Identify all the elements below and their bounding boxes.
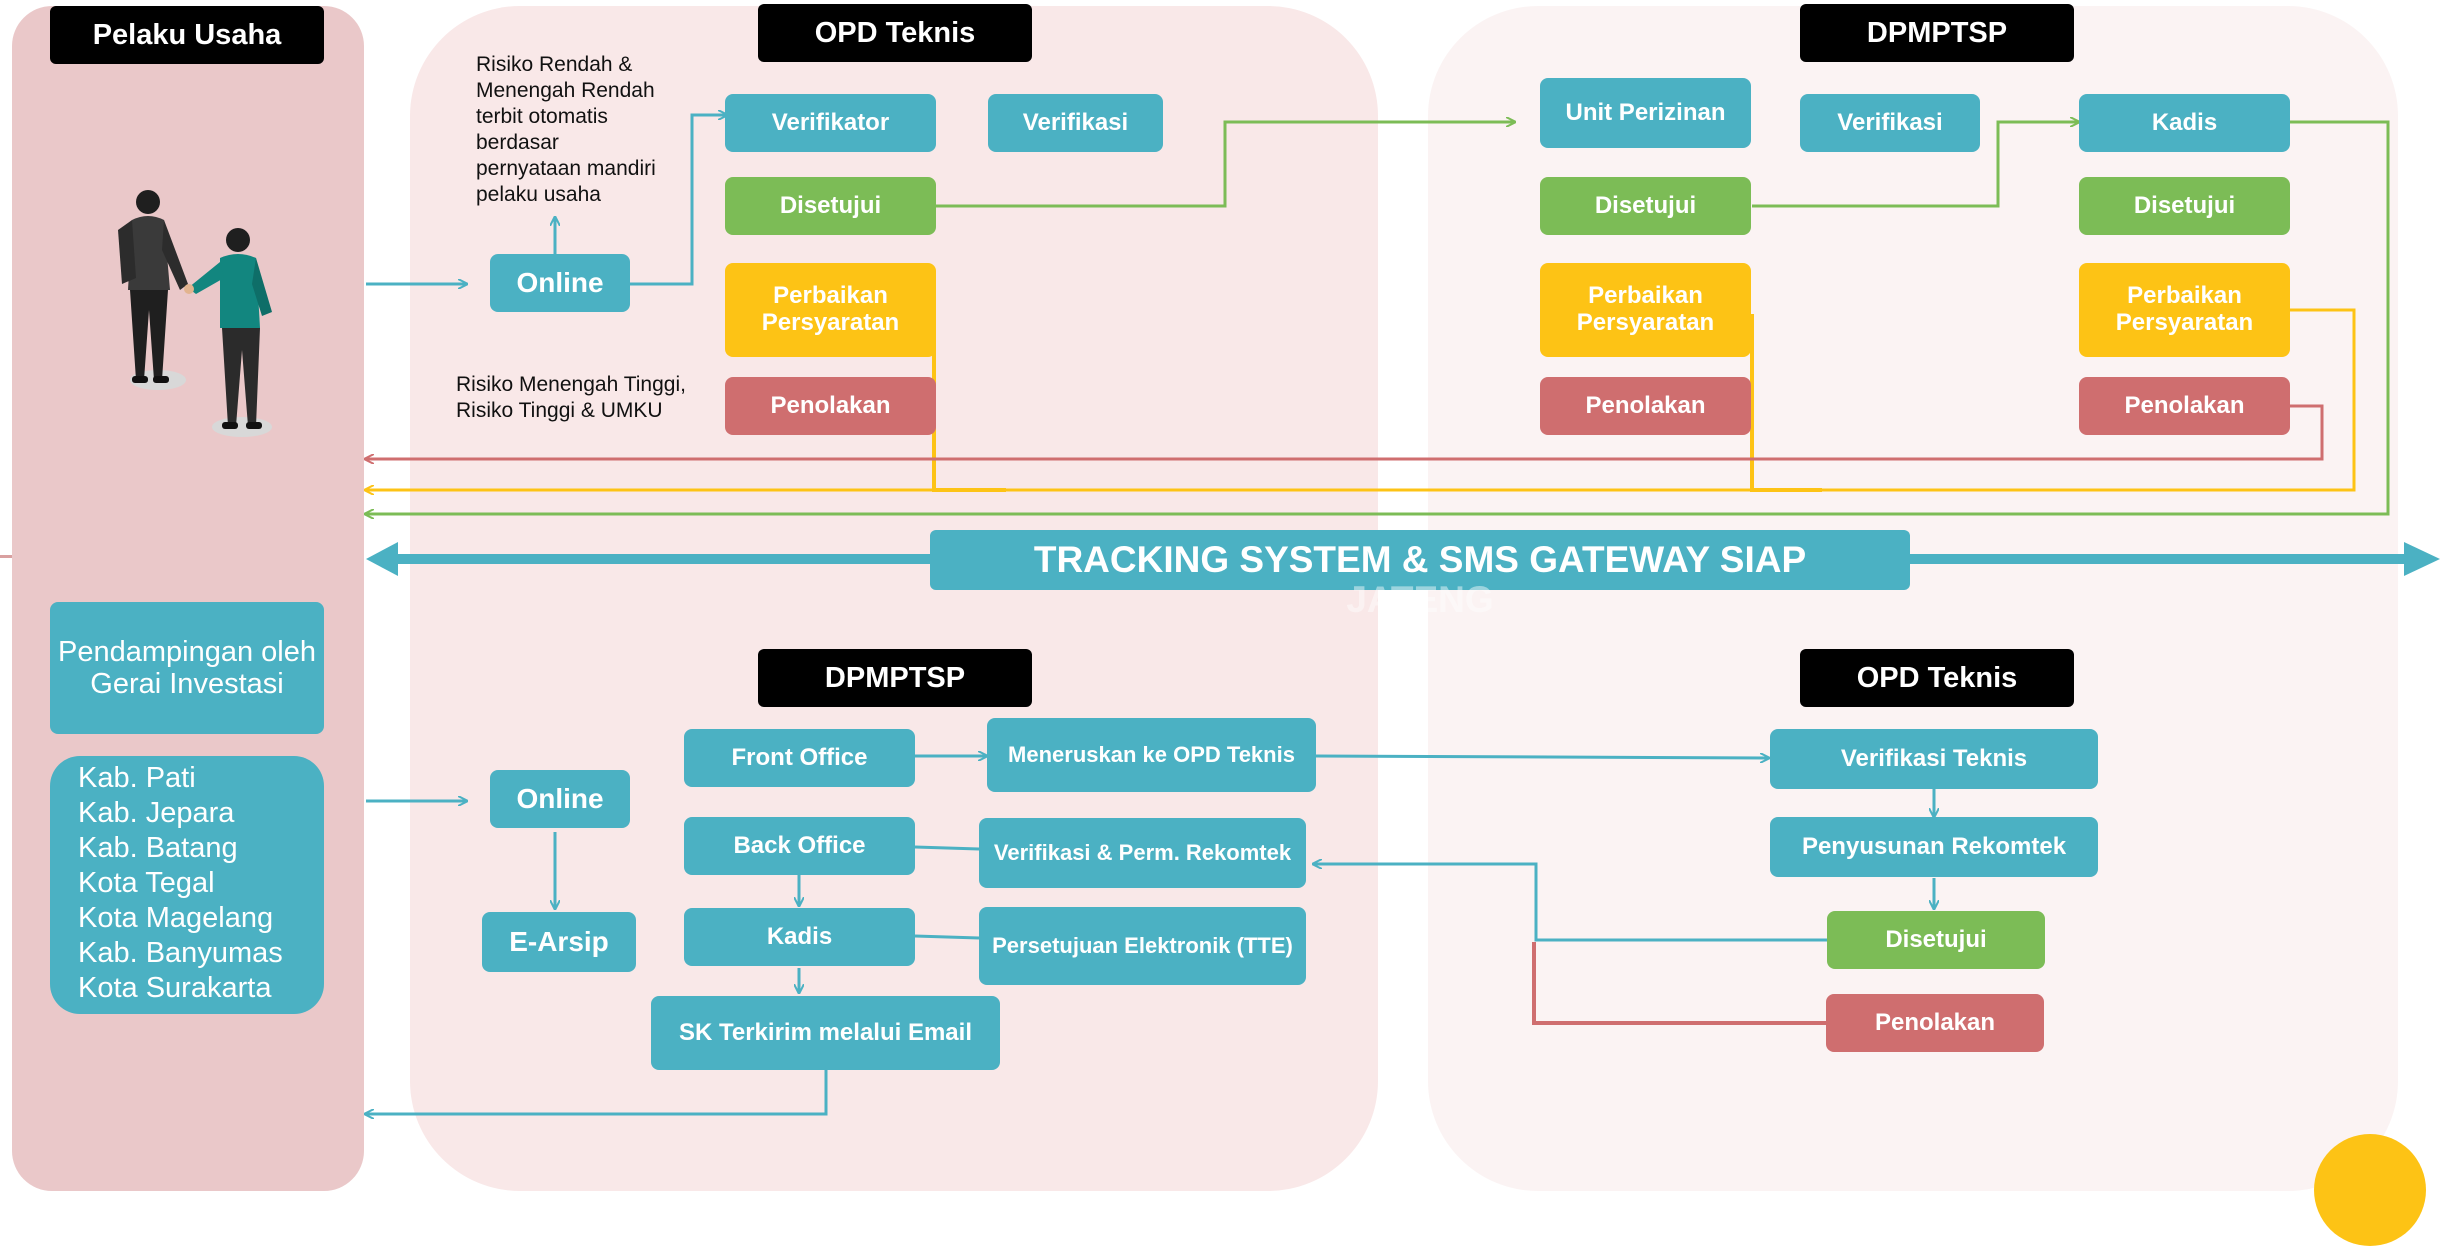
kabupaten-item: Kota Tegal xyxy=(78,867,215,899)
edge-mark xyxy=(0,555,12,558)
meneruskan-box: Meneruskan ke OPD Teknis xyxy=(987,718,1316,792)
kadis-bottom-box: Kadis xyxy=(684,908,915,966)
verifikasi-teknis-box: Verifikasi Teknis xyxy=(1770,729,2098,789)
perbaikan-dpm-box: Perbaikan Persyaratan xyxy=(1540,263,1751,357)
disetujui-opd-box: Disetujui xyxy=(725,177,936,235)
penolakan-opd-box: Penolakan xyxy=(725,377,936,435)
kabupaten-item: Kab. Banyumas xyxy=(78,937,283,969)
disetujui-dpm-box: Disetujui xyxy=(1540,177,1751,235)
unit-perizinan-box: Unit Perizinan xyxy=(1540,78,1751,148)
pendampingan-text: Pendampingan oleh Gerai Investasi xyxy=(58,635,316,700)
tracking-line2: JATENG xyxy=(1346,579,1494,620)
kabupaten-item: Kab. Pati xyxy=(78,762,196,794)
dpmptsp-header-bottom: DPMPTSP xyxy=(758,649,1032,707)
kabupaten-item: Kab. Batang xyxy=(78,832,238,864)
back-office-box: Back Office xyxy=(684,817,915,875)
online-top: Online xyxy=(490,254,630,312)
note-risiko-tinggi: Risiko Menengah Tinggi, Risiko Tinggi & … xyxy=(456,373,686,423)
verifikator-box: Verifikator xyxy=(725,94,936,152)
pelaku-usaha-header: Pelaku Usaha xyxy=(50,6,324,64)
note-risiko-rendah: Risiko Rendah & Menengah Rendah terbit o… xyxy=(476,53,656,207)
pendampingan-box: Pendampingan oleh Gerai Investasi xyxy=(50,602,324,734)
disetujui-kadis-box: Disetujui xyxy=(2079,177,2290,235)
penyusunan-rekomtek-box: Penyusunan Rekomtek xyxy=(1770,817,2098,877)
verifikasi-perm-box: Verifikasi & Perm. Rekomtek xyxy=(979,818,1306,888)
perbaikan-opd-box: Perbaikan Persyaratan xyxy=(725,263,936,357)
tracking-line1: TRACKING SYSTEM & SMS GATEWAY SIAP xyxy=(1033,539,1807,580)
tracking-title: TRACKING SYSTEM & SMS GATEWAY SIAP JATEN… xyxy=(930,536,1910,624)
online-bottom: Online xyxy=(490,770,630,828)
corner-decoration xyxy=(2314,1134,2426,1246)
handshake-illustration xyxy=(118,190,272,437)
connector-lines xyxy=(0,0,2440,1179)
disetujui-bottom-box: Disetujui xyxy=(1827,911,2045,969)
penolakan-kadis-box: Penolakan xyxy=(2079,377,2290,435)
tracking-banner xyxy=(930,530,1910,590)
kabupaten-list: Kab. Pati Kab. Jepara Kab. Batang Kota T… xyxy=(78,761,283,1006)
opd-teknis-header-bottom: OPD Teknis xyxy=(1800,649,2074,707)
dpmptsp-header-top: DPMPTSP xyxy=(1800,4,2074,62)
perbaikan-kadis-box: Perbaikan Persyaratan xyxy=(2079,263,2290,357)
kabupaten-box xyxy=(50,756,324,1014)
e-arsip-box: E-Arsip xyxy=(482,912,636,972)
verifikasi-dpm-box: Verifikasi xyxy=(1800,94,1980,152)
kabupaten-item: Kab. Jepara xyxy=(78,797,235,829)
persetujuan-tte-box: Persetujuan Elektronik (TTE) xyxy=(979,907,1306,985)
penolakan-dpm-box: Penolakan xyxy=(1540,377,1751,435)
verifikasi-opd-box: Verifikasi xyxy=(988,94,1163,152)
opd-teknis-header-top: OPD Teknis xyxy=(758,4,1032,62)
kabupaten-item: Kota Surakarta xyxy=(78,972,272,1004)
kabupaten-item: Kota Magelang xyxy=(78,902,274,934)
sk-terkirim-box: SK Terkirim melalui Email xyxy=(651,996,1000,1070)
kadis-top-box: Kadis xyxy=(2079,94,2290,152)
front-office-box: Front Office xyxy=(684,729,915,787)
penolakan-bottom-box: Penolakan xyxy=(1826,994,2044,1052)
